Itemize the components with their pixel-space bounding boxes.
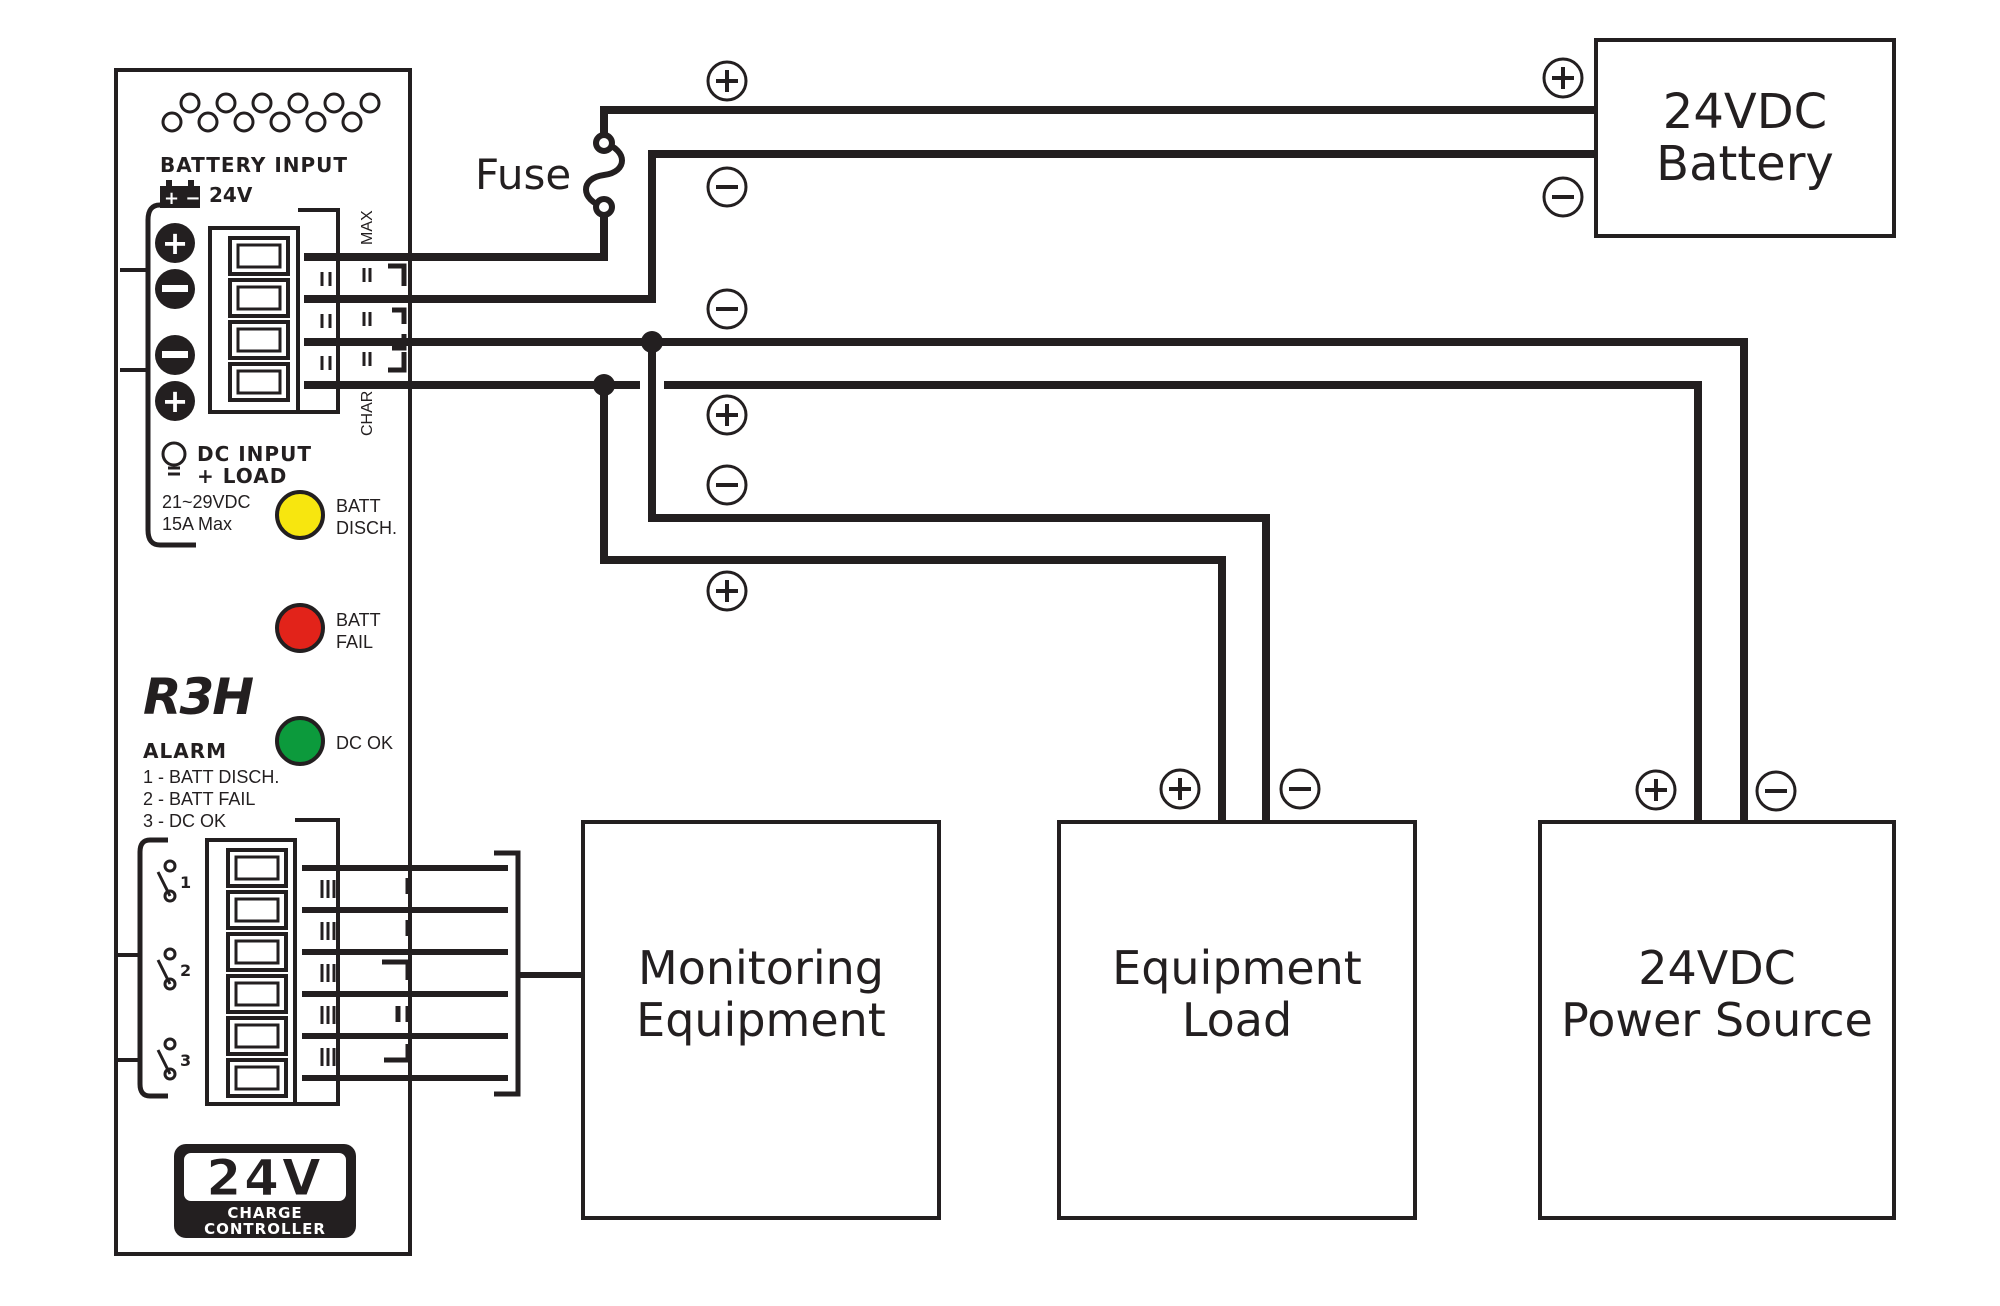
terminal-max-text: MAX xyxy=(359,210,376,245)
wires xyxy=(302,106,1748,1097)
polarity-markers xyxy=(706,57,1797,812)
led-batt-fail-label: BATT xyxy=(336,610,381,630)
relay-1-number: 1 xyxy=(180,873,191,892)
minus-icon xyxy=(1542,176,1584,218)
power-source-title: 24VDC xyxy=(1638,941,1796,995)
relay-switch-icons xyxy=(156,859,177,1081)
plus-icon xyxy=(1635,769,1677,811)
equipment-load-box: Equipment Load xyxy=(1057,820,1417,1220)
alarm-item-3: 3 - DC OK xyxy=(143,811,226,831)
current-max-label: 15A Max xyxy=(162,514,232,534)
badge-controller: CONTROLLER xyxy=(204,1220,326,1238)
dc-input-label: DC INPUT xyxy=(197,442,312,466)
charge-controller: BATTERY INPUT + − 24V + + xyxy=(114,68,412,1256)
alarm-item-2: 2 - BATT FAIL xyxy=(143,789,255,809)
badge-charge: CHARGE xyxy=(227,1204,302,1222)
terminal-charge-text: CHAR xyxy=(359,391,376,436)
model-badge: 24V CHARGE CONTROLLER xyxy=(174,1144,356,1238)
minus-icon xyxy=(1755,770,1797,812)
svg-text:+: + xyxy=(162,382,189,420)
badge-voltage: 24V xyxy=(206,1149,323,1207)
module-polarity-icons: + + xyxy=(155,223,195,421)
power-source-box: 24VDC Power Source xyxy=(1538,820,1896,1220)
minus-icon xyxy=(706,288,748,330)
monitoring-equipment-box: Monitoring Equipment xyxy=(581,820,941,1220)
junction-dot-plus xyxy=(593,374,615,396)
wire-load-plus xyxy=(600,385,1226,822)
dc-load-label: + LOAD xyxy=(197,464,287,488)
led-dc-ok-label: DC OK xyxy=(336,733,393,753)
led-batt-disch-label: BATT xyxy=(336,496,381,516)
battery-title: 24VDC xyxy=(1663,84,1827,140)
equipment-load-title: Equipment xyxy=(1112,941,1362,995)
minus-icon xyxy=(706,464,748,506)
wire-load-minus xyxy=(648,342,1270,822)
led-batt-fail xyxy=(275,603,325,653)
power-terminal-block: MAX CHAR xyxy=(208,208,407,436)
minus-icon xyxy=(706,166,748,208)
wire-battery-minus xyxy=(304,150,1604,303)
plus-icon xyxy=(706,570,748,612)
power-source-subtitle: Power Source xyxy=(1561,993,1873,1047)
wire-dc-minus xyxy=(304,338,1748,822)
battery-box: 24VDC Battery xyxy=(1594,38,1896,238)
plus-icon xyxy=(706,60,748,102)
led-dc-ok xyxy=(275,716,325,766)
led-batt-fail-label-2: FAIL xyxy=(336,632,373,652)
battery-subtitle: Battery xyxy=(1656,136,1834,192)
minus-icon xyxy=(1279,768,1321,810)
junction-dot-minus xyxy=(641,331,663,353)
monitoring-subtitle: Equipment xyxy=(636,993,886,1047)
svg-text:+ −: + − xyxy=(164,188,200,209)
battery-input-label: BATTERY INPUT xyxy=(160,153,348,177)
alarm-terminal-block xyxy=(205,818,411,1106)
led-batt-disch xyxy=(275,490,325,540)
alarm-item-1: 1 - BATT DISCH. xyxy=(143,767,279,787)
relay-bracket xyxy=(137,837,168,1099)
wire-battery-plus xyxy=(304,207,608,261)
fuse-icon xyxy=(583,132,625,218)
relay-3-number: 3 xyxy=(180,1051,191,1070)
equipment-load-subtitle: Load xyxy=(1182,993,1292,1047)
svg-text:+: + xyxy=(162,224,189,262)
vent-holes xyxy=(161,92,381,133)
relay-2-number: 2 xyxy=(180,961,191,980)
lamp-icon xyxy=(161,441,187,476)
fuse-label: Fuse xyxy=(475,150,571,199)
monitoring-title: Monitoring xyxy=(638,941,884,995)
plus-icon xyxy=(1542,57,1584,99)
battery-symbol-icon: + − xyxy=(160,180,200,209)
terminal-bracket-top xyxy=(145,202,196,548)
plus-icon xyxy=(1159,768,1201,810)
alarm-title: ALARM xyxy=(143,739,227,763)
led-batt-disch-label-2: DISCH. xyxy=(336,518,397,538)
plus-icon xyxy=(706,394,748,436)
battery-voltage-label: 24V xyxy=(209,183,253,207)
voltage-range-label: 21~29VDC xyxy=(162,492,251,512)
brand-logo: R3H xyxy=(143,668,253,726)
